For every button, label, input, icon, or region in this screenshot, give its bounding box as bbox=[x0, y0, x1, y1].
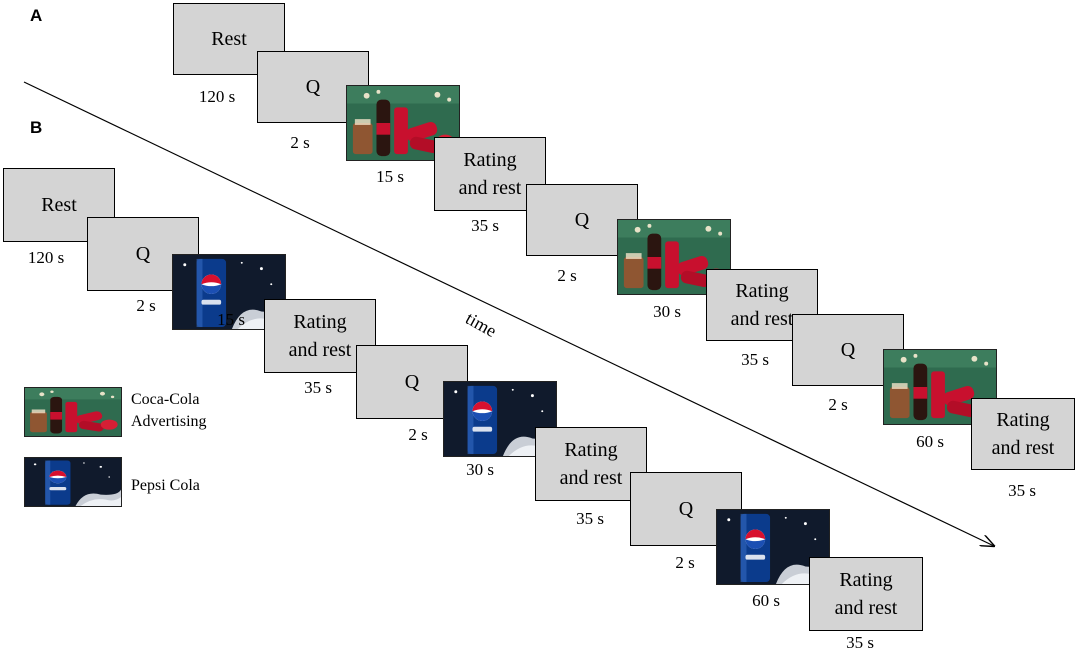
rating-and-rest-box: Rating and rest bbox=[809, 557, 923, 631]
duration-label: 60 s bbox=[752, 591, 780, 610]
legend-pepsi-label: Pepsi Cola bbox=[131, 477, 200, 494]
duration-label: 2 s bbox=[675, 553, 695, 572]
duration-label: 15 s bbox=[376, 167, 404, 186]
coca-cola-ad-image bbox=[346, 85, 460, 161]
rating-and-rest-box: Rating and rest bbox=[535, 427, 647, 501]
duration-label: 2 s bbox=[290, 133, 310, 152]
duration-label: 30 s bbox=[653, 302, 681, 321]
duration-label: 2 s bbox=[136, 296, 156, 315]
duration-label: 15 s bbox=[217, 310, 245, 329]
duration-label: 35 s bbox=[741, 350, 769, 369]
coca-cola-ad-image bbox=[617, 219, 731, 295]
panel-label-a: A bbox=[30, 6, 43, 25]
duration-label: 35 s bbox=[304, 378, 332, 397]
duration-label: 120 s bbox=[198, 87, 236, 106]
duration-label: 35 s bbox=[576, 509, 604, 528]
duration-label: 2 s bbox=[557, 266, 577, 285]
rating-and-rest-box: Rating and rest bbox=[434, 137, 546, 211]
panel-label-b: B bbox=[30, 118, 43, 137]
legend-pepsi-swatch bbox=[24, 457, 122, 507]
duration-label: 35 s bbox=[471, 216, 499, 235]
duration-label: 35 s bbox=[1008, 481, 1036, 500]
legend-coca-cola-swatch bbox=[24, 387, 122, 437]
rating-and-rest-box: Rating and rest bbox=[971, 398, 1075, 470]
coca-cola-ad-image bbox=[883, 349, 997, 425]
duration-label: 2 s bbox=[828, 395, 848, 414]
duration-label: 120 s bbox=[27, 248, 65, 267]
duration-label: 2 s bbox=[408, 425, 428, 444]
duration-label: 35 s bbox=[846, 633, 874, 652]
duration-label: 30 s bbox=[466, 460, 494, 479]
rating-and-rest-box: Rating and rest bbox=[264, 299, 376, 373]
legend-coca-cola-label: Coca-Cola Advertising bbox=[131, 391, 207, 430]
duration-label: 60 s bbox=[916, 432, 944, 451]
